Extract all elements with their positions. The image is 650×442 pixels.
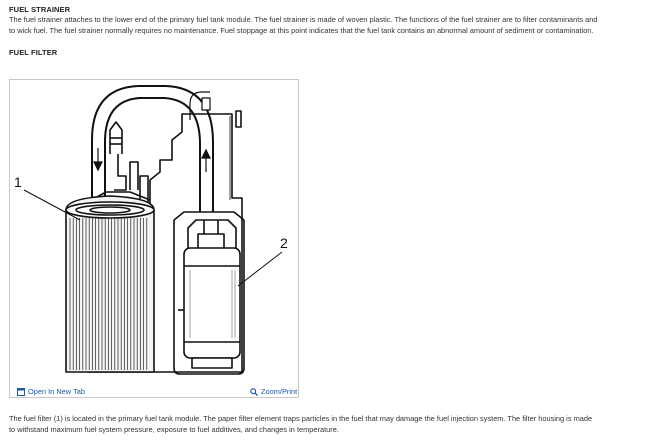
magnifier-icon bbox=[250, 387, 258, 396]
fuel-filter-line-2: to withstand maximum fuel system pressur… bbox=[9, 424, 339, 434]
fuel-filter-line-1: The fuel filter (1) is located in the pr… bbox=[9, 414, 593, 423]
fuel-filter-paragraph: The fuel filter (1) is located in the pr… bbox=[9, 414, 639, 435]
callout-2: 2 bbox=[280, 235, 288, 251]
fuel-filter-figure: 1 2 Open In New Tab Zoom/Print bbox=[9, 79, 299, 398]
fuel-strainer-line-2: to wick fuel. The fuel strainer normally… bbox=[9, 25, 594, 35]
flow-down-arrow-icon bbox=[93, 161, 103, 172]
zoom-print-link[interactable]: Zoom/Print bbox=[250, 387, 297, 396]
open-in-new-tab-label: Open In New Tab bbox=[28, 387, 85, 396]
fuel-strainer-line-1: The fuel strainer attaches to the lower … bbox=[9, 15, 598, 24]
open-in-new-tab-link[interactable]: Open In New Tab bbox=[17, 387, 85, 396]
fuel-module-illustration: 1 2 bbox=[14, 85, 288, 375]
fuel-strainer-heading: FUEL STRAINER bbox=[9, 5, 71, 14]
fuel-strainer-paragraph: The fuel strainer attaches to the lower … bbox=[9, 15, 639, 36]
zoom-print-label: Zoom/Print bbox=[261, 387, 298, 396]
fuel-filter-heading: FUEL FILTER bbox=[9, 48, 58, 57]
callout-1: 1 bbox=[14, 174, 22, 190]
window-icon bbox=[17, 387, 25, 396]
flow-up-arrow-icon bbox=[201, 148, 211, 159]
